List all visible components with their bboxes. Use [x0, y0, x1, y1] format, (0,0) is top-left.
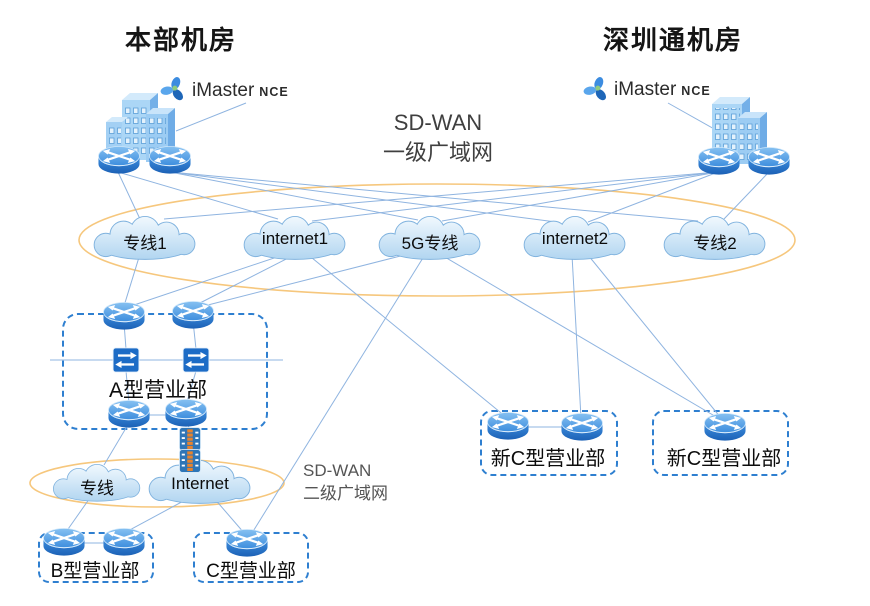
link-line: [212, 496, 246, 535]
branch-newc2-box: [652, 410, 789, 476]
branch-b-label: B型营业部: [50, 561, 140, 582]
link-line: [125, 497, 190, 533]
link-line: [587, 171, 719, 223]
wan2-ellipse: [29, 458, 285, 508]
imaster-name: iMaster: [192, 80, 255, 101]
imaster-nce-left-label: iMaster NCE: [192, 80, 289, 102]
nce-suffix: NCE: [681, 84, 711, 98]
branch-newc1-label: 新C型营业部: [490, 448, 606, 470]
link-line: [441, 171, 719, 222]
cloud-label-internet1: internet1: [261, 229, 329, 248]
szt-site-title: 深圳通机房: [602, 25, 744, 55]
imaster-name: iMaster: [614, 79, 677, 100]
link-line: [169, 171, 419, 221]
branch-newc2-label: 新C型营业部: [666, 448, 782, 470]
branch-b-box: [38, 532, 154, 583]
link-line: [123, 253, 141, 307]
branch-a-label: A型营业部: [108, 379, 208, 402]
link-line: [723, 172, 769, 220]
link-line: [571, 254, 582, 419]
branch-c-label: C型营业部: [206, 561, 296, 582]
nce-suffix: NCE: [259, 85, 289, 99]
cloud-label-line2: 专线2: [693, 234, 737, 253]
wan2-title-line2: 二级广域网: [303, 483, 388, 503]
link-line: [437, 252, 719, 419]
link-line: [169, 171, 557, 223]
link-line: [587, 254, 722, 419]
cloud-label-5g: 5G专线: [401, 234, 459, 253]
link-line: [103, 422, 130, 466]
link-line: [125, 370, 130, 404]
link-lines: [50, 102, 769, 544]
cloud-label-branch-line: 专线: [80, 479, 114, 498]
cloud-label-internet2: internet2: [541, 229, 609, 248]
link-line: [251, 252, 427, 534]
branch-a-box: [62, 313, 268, 430]
link-line: [163, 171, 719, 220]
link-line: [311, 171, 719, 222]
link-line: [197, 252, 299, 305]
link-line: [667, 102, 717, 131]
hq-site-title: 本部机房: [124, 25, 238, 55]
cloud-label-line1: 专线1: [123, 234, 167, 253]
cloud-label-branch-internet: Internet: [171, 474, 229, 493]
imaster-nce-right-label: iMaster NCE: [614, 79, 711, 101]
wan1-title-line2: 一级广域网: [382, 139, 494, 165]
link-line: [175, 102, 247, 132]
wan1-ellipse: [78, 183, 796, 297]
link-line: [203, 250, 421, 307]
link-line: [305, 252, 507, 418]
wan2-title-line1: SD-WAN: [303, 461, 372, 480]
link-line: [117, 171, 141, 220]
wan2-title: SD-WAN 二级广域网: [303, 460, 388, 506]
wan1-title-line1: SD-WAN: [393, 110, 483, 135]
link-line: [130, 253, 287, 307]
branch-newc1-box: [480, 410, 618, 476]
wan1-title: SD-WAN 一级广域网: [383, 108, 493, 167]
link-line: [186, 370, 197, 403]
